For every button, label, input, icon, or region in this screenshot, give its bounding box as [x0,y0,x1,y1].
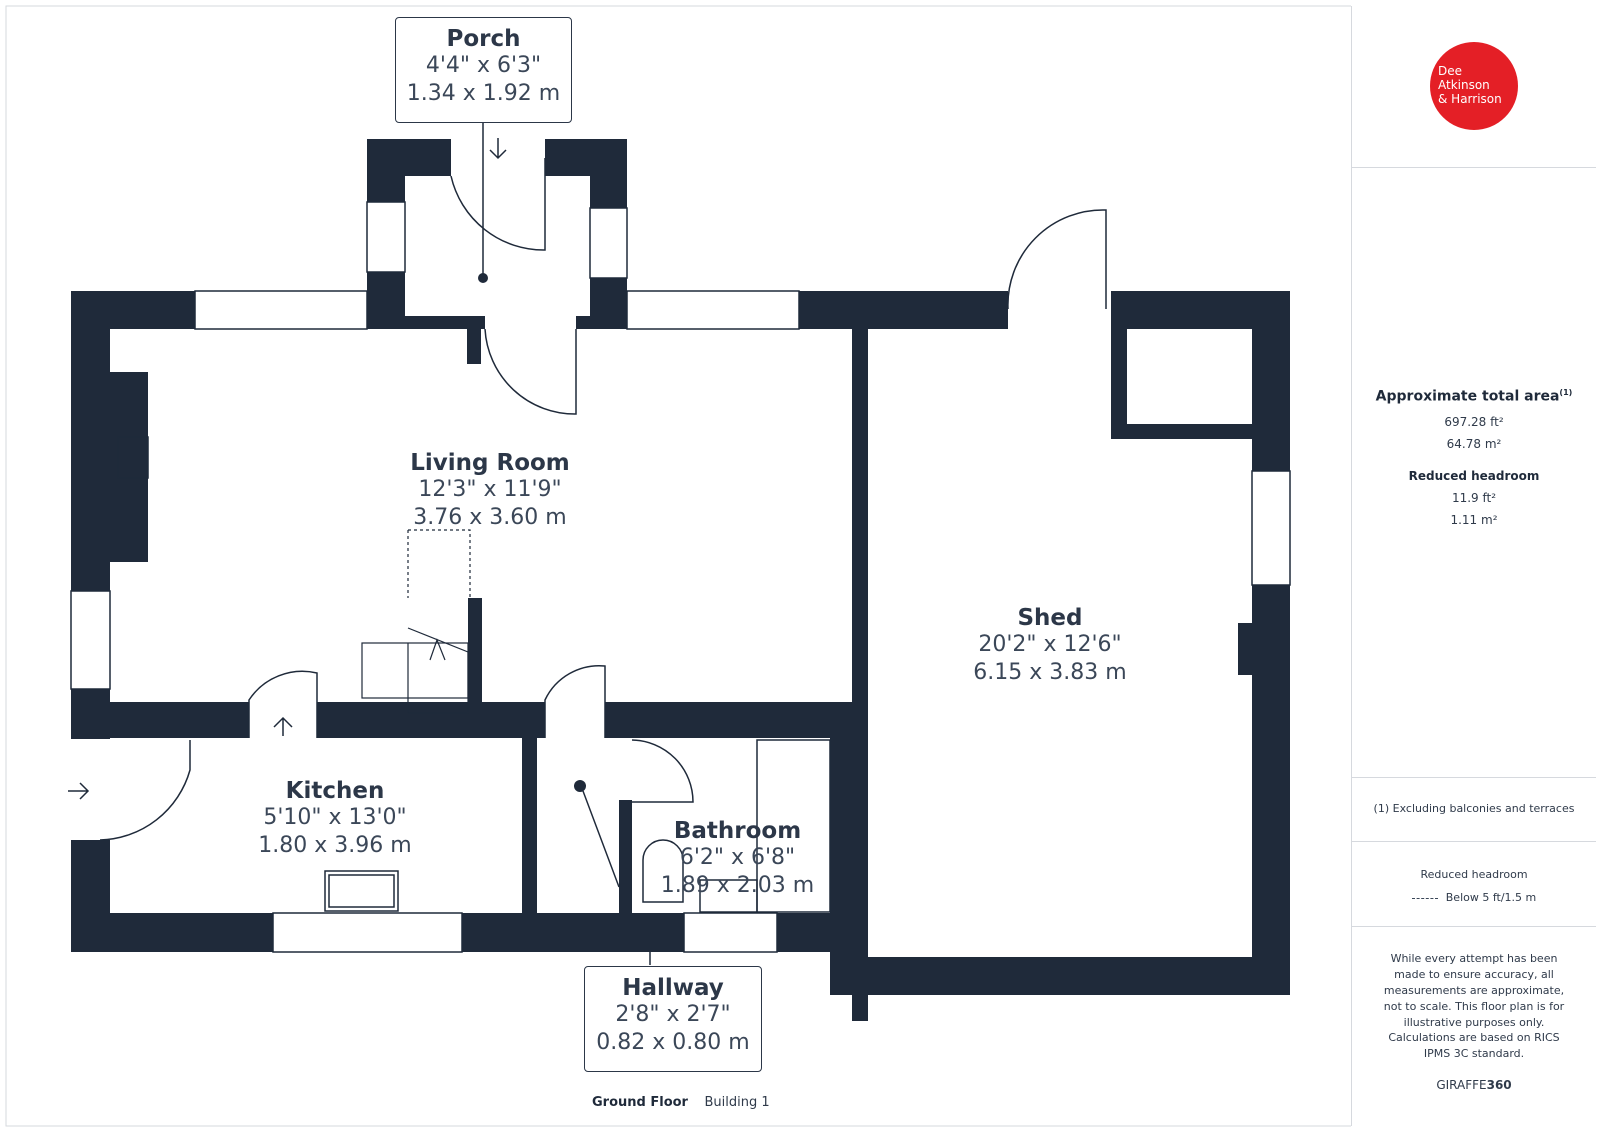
doors [99,158,1118,841]
legend-text: Below 5 ft/1.5 m [1445,891,1537,904]
area-ft: 697.28 ft² [1444,414,1504,429]
divider [1352,777,1596,778]
room-dim-metric: 1.89 x 2.03 m [660,873,815,898]
floor-name: Ground Floor [592,1095,688,1110]
floor-plan [5,5,1351,1127]
room-label-shed: Shed 20'2" x 12'6" 6.15 x 3.83 m [940,605,1160,687]
room-name: Kitchen [285,778,385,804]
room-label-hallway: Hallway 2'8" x 2'7" 0.82 x 0.80 m [584,966,762,1072]
divider [1352,167,1596,168]
building-name: Building 1 [704,1095,770,1110]
legend: Reduced headroom Below 5 ft/1.5 m [1352,868,1596,904]
divider [1352,926,1596,927]
room-label-kitchen: Kitchen 5'10" x 13'0" 1.80 x 3.96 m [235,778,435,860]
dashed-line-icon [1411,897,1438,899]
brand-b: 360 [1486,1078,1512,1092]
room-dim-metric: 0.82 x 0.80 m [596,1030,750,1055]
room-dim-imperial: 6'2" x 6'8" [679,845,796,870]
logo-line1: Dee [1438,64,1463,78]
room-label-porch: Porch 4'4" x 6'3" 1.34 x 1.92 m [395,17,572,123]
room-dim-imperial: 20'2" x 12'6" [978,632,1122,657]
reduced-ft: 11.9 ft² [1451,490,1497,505]
room-name: Hallway [622,975,724,1001]
info-panel: Dee Atkinson & Harrison Approximate tota… [1351,6,1596,1126]
room-name: Shed [1017,605,1083,631]
room-dim-imperial: 2'8" x 2'7" [615,1002,731,1027]
room-dim-metric: 1.34 x 1.92 m [406,81,561,106]
entry-arrows [68,138,507,800]
fixtures [117,436,831,913]
brand-a: GIRAFFE [1436,1078,1487,1092]
reduced-m: 1.11 m² [1450,512,1498,527]
room-label-living: Living Room 12'3" x 11'9" 3.76 x 3.60 m [380,450,600,532]
agency-logo: Dee Atkinson & Harrison [1352,42,1596,130]
room-dim-metric: 6.15 x 3.83 m [973,660,1127,685]
logo-line3: & Harrison [1438,92,1502,106]
brand: GIRAFFE360 [1352,1078,1596,1092]
legend-title: Reduced headroom [1420,868,1528,881]
room-label-bathroom: Bathroom 6'2" x 6'8" 1.89 x 2.03 m [640,818,835,900]
room-name: Porch [446,26,521,52]
divider [1352,841,1596,842]
room-dim-metric: 3.76 x 3.60 m [413,505,567,530]
area-summary: Approximate total area(1) 697.28 ft² 64.… [1352,388,1596,527]
room-name: Living Room [410,450,570,476]
calc-note: Calculations are based on RICS IPMS 3C s… [1388,1031,1560,1060]
floor-caption: Ground Floor Building 1 [592,1095,770,1110]
logo-line2: Atkinson [1438,78,1490,92]
room-dim-metric: 1.80 x 3.96 m [258,833,412,858]
reduced-title: Reduced headroom [1408,468,1540,483]
disclaimer: While every attempt has been made to ens… [1383,952,1565,1029]
area-footnote-mark: (1) [1559,388,1573,397]
area-title: Approximate total area [1375,388,1560,405]
room-dim-imperial: 5'10" x 13'0" [263,805,407,830]
area-m: 64.78 m² [1446,436,1502,451]
room-dim-imperial: 4'4" x 6'3" [425,53,542,78]
stairs [361,529,471,714]
windows [70,201,1291,953]
room-dim-imperial: 12'3" x 11'9" [418,477,562,502]
room-name: Bathroom [673,818,802,844]
area-note: (1) Excluding balconies and terraces [1373,802,1575,815]
